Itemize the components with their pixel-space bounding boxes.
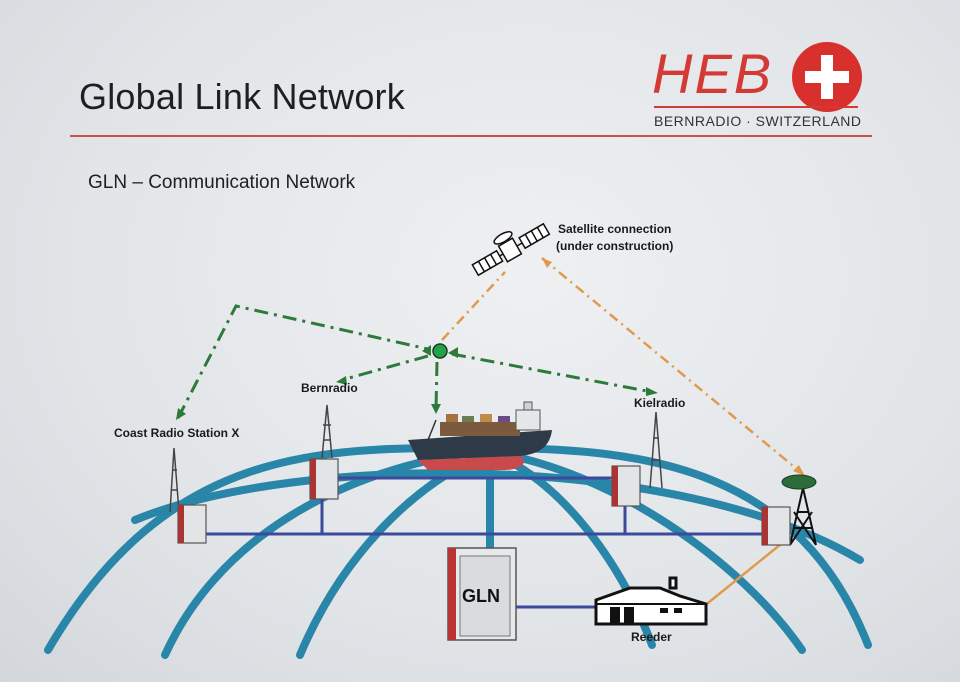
logo-tagline: BERNRADIO · SWITZERLAND	[654, 113, 862, 129]
server-cabinet-icon	[177, 458, 791, 546]
container-ship-icon	[408, 401, 552, 470]
reeder-building-icon	[594, 576, 708, 626]
radio-links	[176, 304, 653, 419]
kielradio-label: Kielradio	[634, 396, 685, 410]
satellite-icon	[471, 222, 551, 277]
logo-wordmark: HEB	[652, 42, 774, 105]
page-title: Global Link Network	[79, 76, 405, 117]
satellite-label-line2: (under construction)	[556, 239, 673, 253]
page-subtitle: GLN – Communication Network	[88, 172, 356, 193]
gln-label: GLN	[462, 586, 500, 606]
header-divider	[70, 135, 872, 137]
globe-meridian	[486, 448, 806, 654]
coast-radio-label: Coast Radio Station X	[114, 426, 239, 440]
gln-server: GLN	[447, 547, 517, 641]
arrowheads	[176, 345, 658, 420]
heb-logo: HEB BERNRADIO · SWITZERLAND	[648, 40, 873, 135]
logo-underline	[654, 106, 858, 108]
bernradio-label: Bernradio	[301, 381, 358, 395]
reeder-label: Reeder	[631, 630, 672, 644]
radio-mast-icon	[169, 404, 663, 513]
satellite-label-line1: Satellite connection	[558, 222, 671, 236]
satellite-hub	[432, 343, 448, 359]
swiss-cross-icon	[792, 42, 862, 112]
satellite-dish-icon	[781, 474, 817, 490]
satellite-links	[441, 257, 805, 608]
